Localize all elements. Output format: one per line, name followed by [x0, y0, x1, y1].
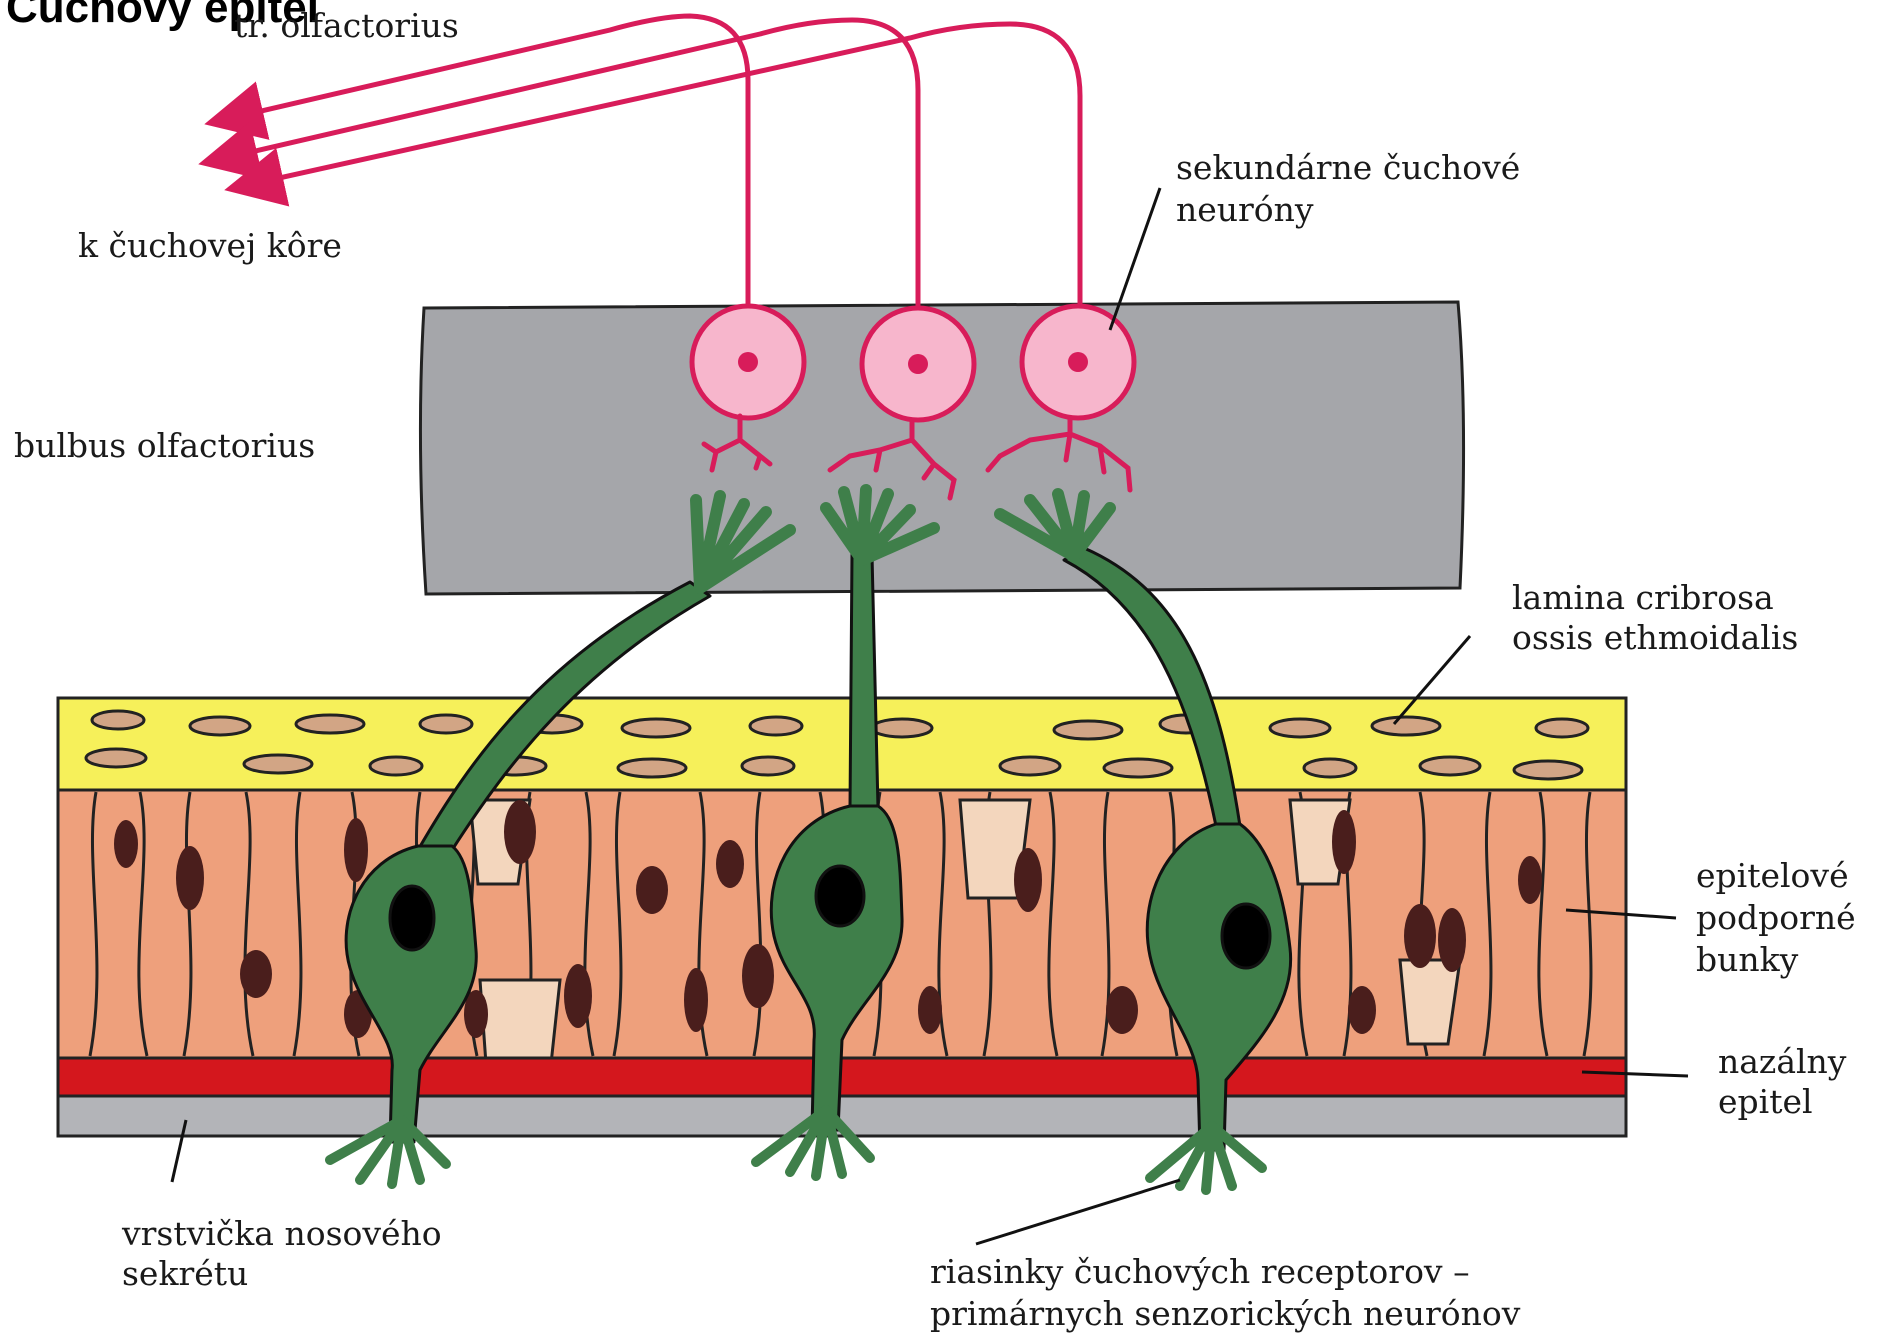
support-cell-nucleus	[114, 820, 138, 868]
support-cell-nucleus	[1438, 908, 1466, 972]
label-tractus-olfactorius: tr. olfactorius	[234, 6, 459, 46]
support-cell-nucleus	[344, 818, 368, 882]
support-cell-nucleus	[1348, 986, 1376, 1034]
receptor-neuron-2-nucleus	[816, 866, 864, 926]
label-secondary-neurons-2: neuróny	[1176, 190, 1314, 230]
lamina-cell-oval	[1514, 761, 1582, 779]
lamina-cell-oval	[244, 755, 312, 773]
lamina-cell-oval	[296, 715, 364, 733]
label-mucus-layer-2: sekrétu	[122, 1254, 248, 1294]
label-support-cells-1: epitelové	[1696, 856, 1849, 896]
intercellular-space	[1400, 960, 1460, 1044]
lamina-cell-oval	[1054, 721, 1122, 739]
lamina-cell-oval	[1270, 719, 1330, 737]
label-nasal-epithelium-1: nazálny	[1718, 1042, 1846, 1082]
lamina-cell-oval	[190, 717, 250, 735]
label-secondary-neurons-1: sekundárne čuchové	[1176, 148, 1520, 188]
support-cell-nucleus	[176, 846, 204, 910]
support-cell-nucleus	[1106, 986, 1138, 1034]
secondary-neuron-3-nucleus	[1068, 352, 1088, 372]
support-cell-nucleus	[636, 866, 668, 914]
support-cell-nucleus	[918, 986, 942, 1034]
label-nasal-epithelium-2: epitel	[1718, 1082, 1813, 1122]
support-cell-nucleus	[240, 950, 272, 998]
lamina-cell-oval	[872, 719, 932, 737]
support-cell-nucleus	[1404, 904, 1436, 968]
lamina-cell-oval	[750, 717, 802, 735]
support-cell-nucleus	[716, 840, 744, 888]
receptor-neuron-3-nucleus	[1222, 904, 1270, 968]
label-cilia-receptors-1: riasinky čuchových receptorov –	[930, 1252, 1470, 1292]
receptor-neuron-2-axon	[850, 555, 878, 808]
support-cell-nucleus	[504, 800, 536, 864]
support-cell-nucleus	[1332, 810, 1356, 874]
lamina-cell-oval	[92, 711, 144, 729]
support-cell-nucleus	[742, 944, 774, 1008]
receptor-neuron-1-nucleus	[390, 886, 434, 950]
lamina-cell-oval	[1372, 717, 1440, 735]
label-bulbus-olfactorius: bulbus olfactorius	[14, 426, 315, 466]
support-cell-nucleus	[684, 968, 708, 1032]
lamina-cell-oval	[622, 719, 690, 737]
lamina-cell-oval	[370, 757, 422, 775]
support-cell-nucleus	[1014, 848, 1042, 912]
lamina-cell-oval	[1000, 757, 1060, 775]
lamina-cell-oval	[1536, 719, 1588, 737]
secondary-neuron-2-nucleus	[908, 354, 928, 374]
label-cilia-receptors-2: primárnych senzorických neurónov	[930, 1294, 1520, 1334]
support-cell-nucleus	[564, 964, 592, 1028]
label-lamina-cribrosa-1: lamina cribrosa	[1512, 578, 1774, 618]
lamina-cell-oval	[1104, 759, 1172, 777]
lamina-cell-oval	[1304, 759, 1356, 777]
label-mucus-layer-1: vrstvička nosového	[122, 1214, 442, 1254]
label-to-olfactory-cortex: k čuchovej kôre	[78, 226, 342, 266]
secondary-neuron-2-axon	[208, 20, 918, 314]
lamina-cell-oval	[86, 749, 146, 767]
lamina-cell-oval	[420, 715, 472, 733]
lamina-cell-oval	[1420, 757, 1480, 775]
lamina-cribrosa-band	[58, 698, 1626, 790]
label-lamina-cribrosa-2: ossis ethmoidalis	[1512, 618, 1798, 658]
lamina-cell-oval	[742, 757, 794, 775]
leader-cilia	[976, 1180, 1180, 1244]
secondary-neuron-3-axon	[234, 24, 1080, 316]
label-support-cells-3: bunky	[1696, 940, 1798, 980]
label-support-cells-2: podporné	[1696, 898, 1856, 938]
secondary-neuron-1-nucleus	[738, 352, 758, 372]
lamina-cell-oval	[618, 759, 686, 777]
support-cell-nucleus	[1518, 856, 1542, 904]
